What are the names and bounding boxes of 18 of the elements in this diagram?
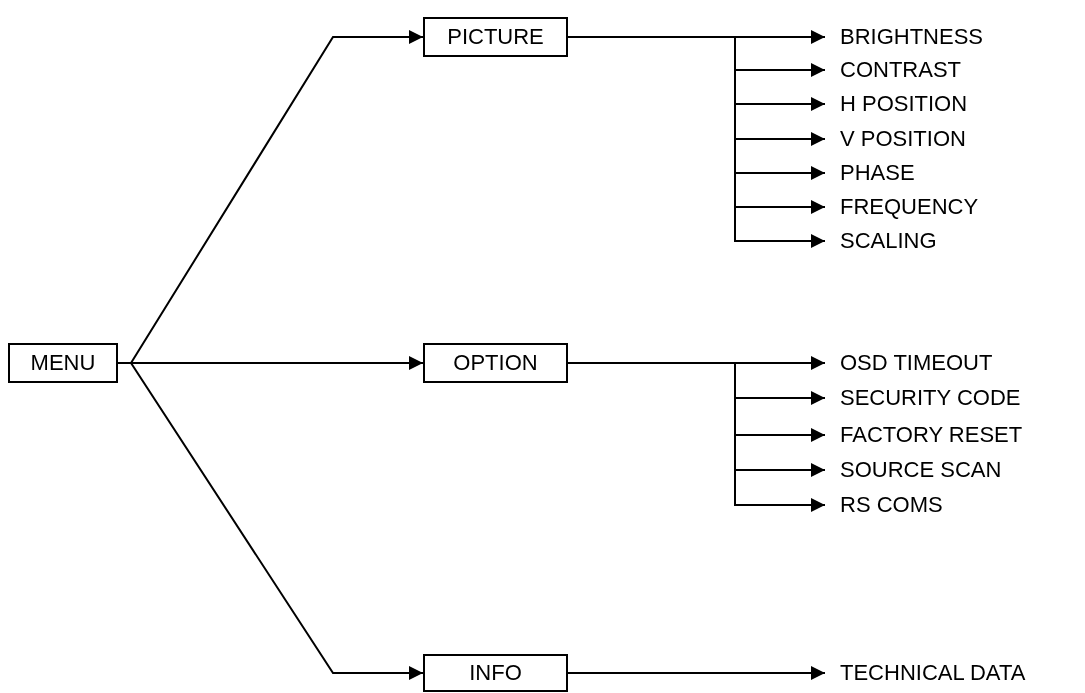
- menu-box: MENU: [8, 343, 118, 383]
- menu-item-label: OSD TIMEOUT: [840, 349, 993, 377]
- menu-item-label: SECURITY CODE: [840, 384, 1021, 412]
- menu-item-label: V POSITION: [840, 125, 966, 153]
- menu-item-label: RS COMS: [840, 491, 943, 519]
- menu-item-label: CONTRAST: [840, 56, 961, 84]
- menu-box: PICTURE: [423, 17, 568, 57]
- menu-item-label: PHASE: [840, 159, 915, 187]
- menu-item-label: FACTORY RESET: [840, 421, 1023, 449]
- menu-box: INFO: [423, 654, 568, 692]
- arrow: [567, 666, 826, 680]
- menu-item-label: H POSITION: [840, 90, 968, 118]
- menu-item-label: SOURCE SCAN: [840, 456, 1002, 484]
- menu-item-label: BRIGHTNESS: [840, 23, 984, 51]
- menu-box: OPTION: [423, 343, 568, 383]
- menu-item-label: FREQUENCY: [840, 193, 979, 221]
- menu-item-label: TECHNICAL DATA: [840, 659, 1026, 687]
- menu-item-label: SCALING: [840, 227, 937, 255]
